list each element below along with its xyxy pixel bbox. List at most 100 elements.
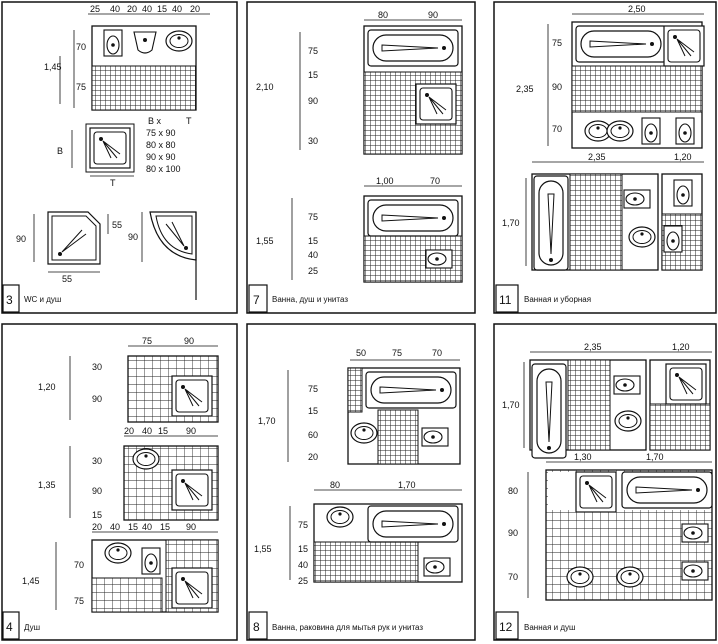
dim-label: 90 <box>508 528 518 538</box>
table-row: 90 x 90 <box>146 152 176 162</box>
dim-label: 75 <box>74 596 84 606</box>
panel-caption: Ванна, раковина для мытья рук и унитаз <box>272 623 423 632</box>
sink-icon <box>132 448 160 470</box>
dim-label: 1,70 <box>502 400 520 410</box>
toilet-icon <box>421 427 449 447</box>
dim-label: 75 <box>142 336 152 346</box>
toilet-icon <box>663 225 683 253</box>
panel-4: 75 90 30 90 1,20 20 40 15 90 30 90 15 1,… <box>1 323 238 641</box>
dim-label: 1,20 <box>674 152 692 162</box>
shower-icon <box>663 25 705 67</box>
dim-label: 15 <box>308 236 318 246</box>
toilet-icon <box>681 561 709 581</box>
panel-number: 12 <box>499 620 513 634</box>
dim-label: 1,70 <box>398 480 416 490</box>
panel-caption: Ванна, душ и унитаз <box>272 295 348 304</box>
dim-label: 90 <box>186 522 196 532</box>
panel-frame <box>493 323 717 641</box>
dim-label: 90 <box>128 232 138 242</box>
dim-label: 2,10 <box>256 82 274 92</box>
dim-label: 15 <box>157 4 167 14</box>
dim-label: 90 <box>16 234 26 244</box>
shower-icon <box>171 375 213 417</box>
dim-label: 20 <box>124 426 134 436</box>
panel-frame <box>1 323 238 641</box>
dim-label: 1,55 <box>254 544 272 554</box>
dim-label: 30 <box>92 456 102 466</box>
panel-number: 3 <box>6 293 13 307</box>
dim-label: 1,45 <box>22 576 40 586</box>
dim-label: 1,30 <box>574 452 592 462</box>
dim-label: 90 <box>552 82 562 92</box>
toilet-icon <box>681 523 709 543</box>
panel-7: 80 90 75 15 90 30 2,10 1,00 70 75 15 40 … <box>246 1 476 314</box>
table-row: 80 x 100 <box>146 164 181 174</box>
panel-frame <box>493 1 717 314</box>
panel-number: 11 <box>499 293 512 307</box>
dim-label: 75 <box>298 520 308 530</box>
shower-icon <box>415 83 457 125</box>
corner-shower-left <box>47 211 101 265</box>
toilet-icon <box>613 375 641 395</box>
dim-label: 75 <box>76 82 86 92</box>
dim-label: 70 <box>552 124 562 134</box>
dim-label: 40 <box>142 426 152 436</box>
table-row: 75 x 90 <box>146 128 176 138</box>
dim-label: 20 <box>92 522 102 532</box>
dim-label: 90 <box>186 426 196 436</box>
sink-icon <box>350 422 378 444</box>
dim-label: B <box>57 146 63 156</box>
toilet-icon <box>141 547 161 575</box>
dim-label: 15 <box>92 510 102 520</box>
dim-label: 40 <box>298 560 308 570</box>
toilet-icon <box>423 557 451 577</box>
dim-label: 90 <box>184 336 194 346</box>
dim-label: 70 <box>430 176 440 186</box>
dim-label: 75 <box>392 348 402 358</box>
dim-label: 2,35 <box>584 342 602 352</box>
dim-label: 75 <box>552 38 562 48</box>
dim-label: 15 <box>308 406 318 416</box>
panel-number: 4 <box>6 620 13 634</box>
dim-label: 30 <box>308 136 318 146</box>
bathtub-icon <box>365 371 457 409</box>
sink-icon <box>326 506 354 528</box>
panel-frame <box>246 323 476 641</box>
shower-icon <box>171 567 213 609</box>
sink-icon <box>566 566 594 588</box>
dim-label: 1,70 <box>646 452 664 462</box>
panel-3: 25 40 20 40 15 40 20 70 75 1,45 B T B x … <box>1 1 238 314</box>
dim-label: 90 <box>308 96 318 106</box>
sink-icon <box>616 566 644 588</box>
dim-label: 15 <box>160 522 170 532</box>
dim-label: 20 <box>308 452 318 462</box>
dim-label: 2,35 <box>588 152 606 162</box>
panel-caption: Ванная и душ <box>524 623 575 632</box>
shower-icon <box>171 469 213 511</box>
sink-icon <box>104 542 132 564</box>
bathtub-icon <box>621 471 713 509</box>
table-row: 80 x 80 <box>146 140 176 150</box>
dim-label: 30 <box>92 362 102 372</box>
sink-icon <box>606 120 634 142</box>
dim-label: 40 <box>308 250 318 260</box>
bathtub-icon <box>367 505 459 543</box>
panel-frame <box>1 1 238 314</box>
dim-label: 2,35 <box>516 84 534 94</box>
panel-caption: Душ <box>24 623 40 632</box>
dim-label: 25 <box>90 4 100 14</box>
panel-12: 2,35 1,20 1,70 1,30 1,70 80 90 70 12 Ван… <box>493 323 717 641</box>
shower-icon <box>575 471 617 513</box>
panel-8: 50 75 70 75 15 60 20 1,70 80 1,70 75 15 … <box>246 323 476 641</box>
dim-label: 1,20 <box>672 342 690 352</box>
dim-label: 75 <box>308 212 318 222</box>
sink-icon <box>614 410 642 432</box>
dim-label: 20 <box>127 4 137 14</box>
dim-label: 20 <box>190 4 200 14</box>
toilet-icon <box>425 249 453 269</box>
dim-label: 80 <box>330 480 340 490</box>
dim-label: 70 <box>432 348 442 358</box>
dim-label: 25 <box>308 266 318 276</box>
dim-label: 1,70 <box>258 416 276 426</box>
